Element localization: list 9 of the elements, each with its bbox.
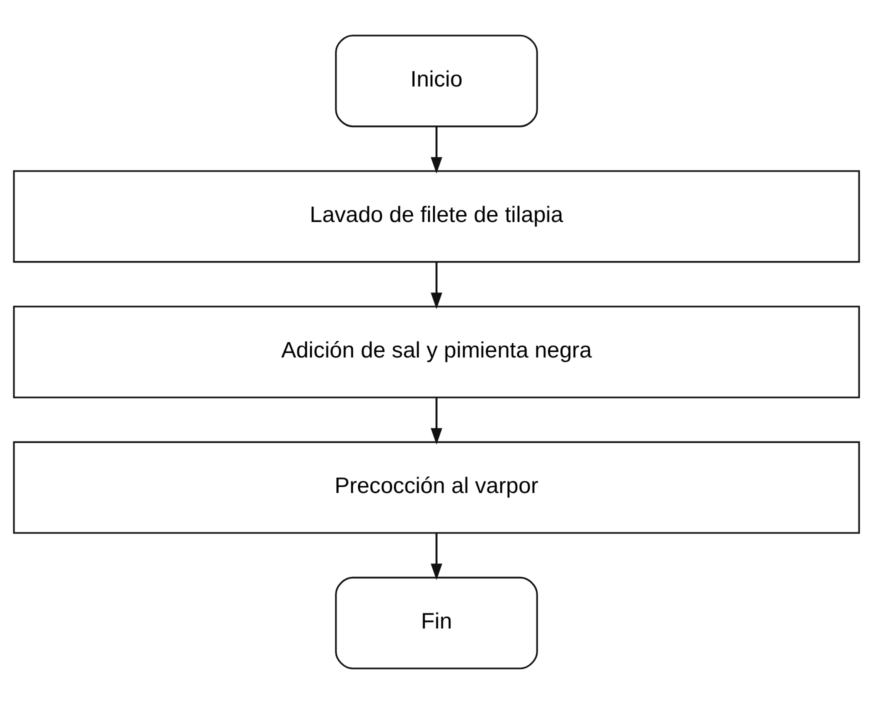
node-box: Fin: [335, 576, 538, 670]
arrow: [430, 126, 442, 174]
node-box: Inicio: [335, 34, 538, 128]
arrow: [430, 533, 442, 580]
arrow: [430, 262, 442, 310]
arrow: [430, 398, 442, 445]
node-box: Precocción al varpor: [13, 441, 860, 534]
node-box: Lavado de filete de tilapia: [13, 170, 860, 263]
node-box: Adición de sal y pimienta negra: [13, 306, 860, 398]
